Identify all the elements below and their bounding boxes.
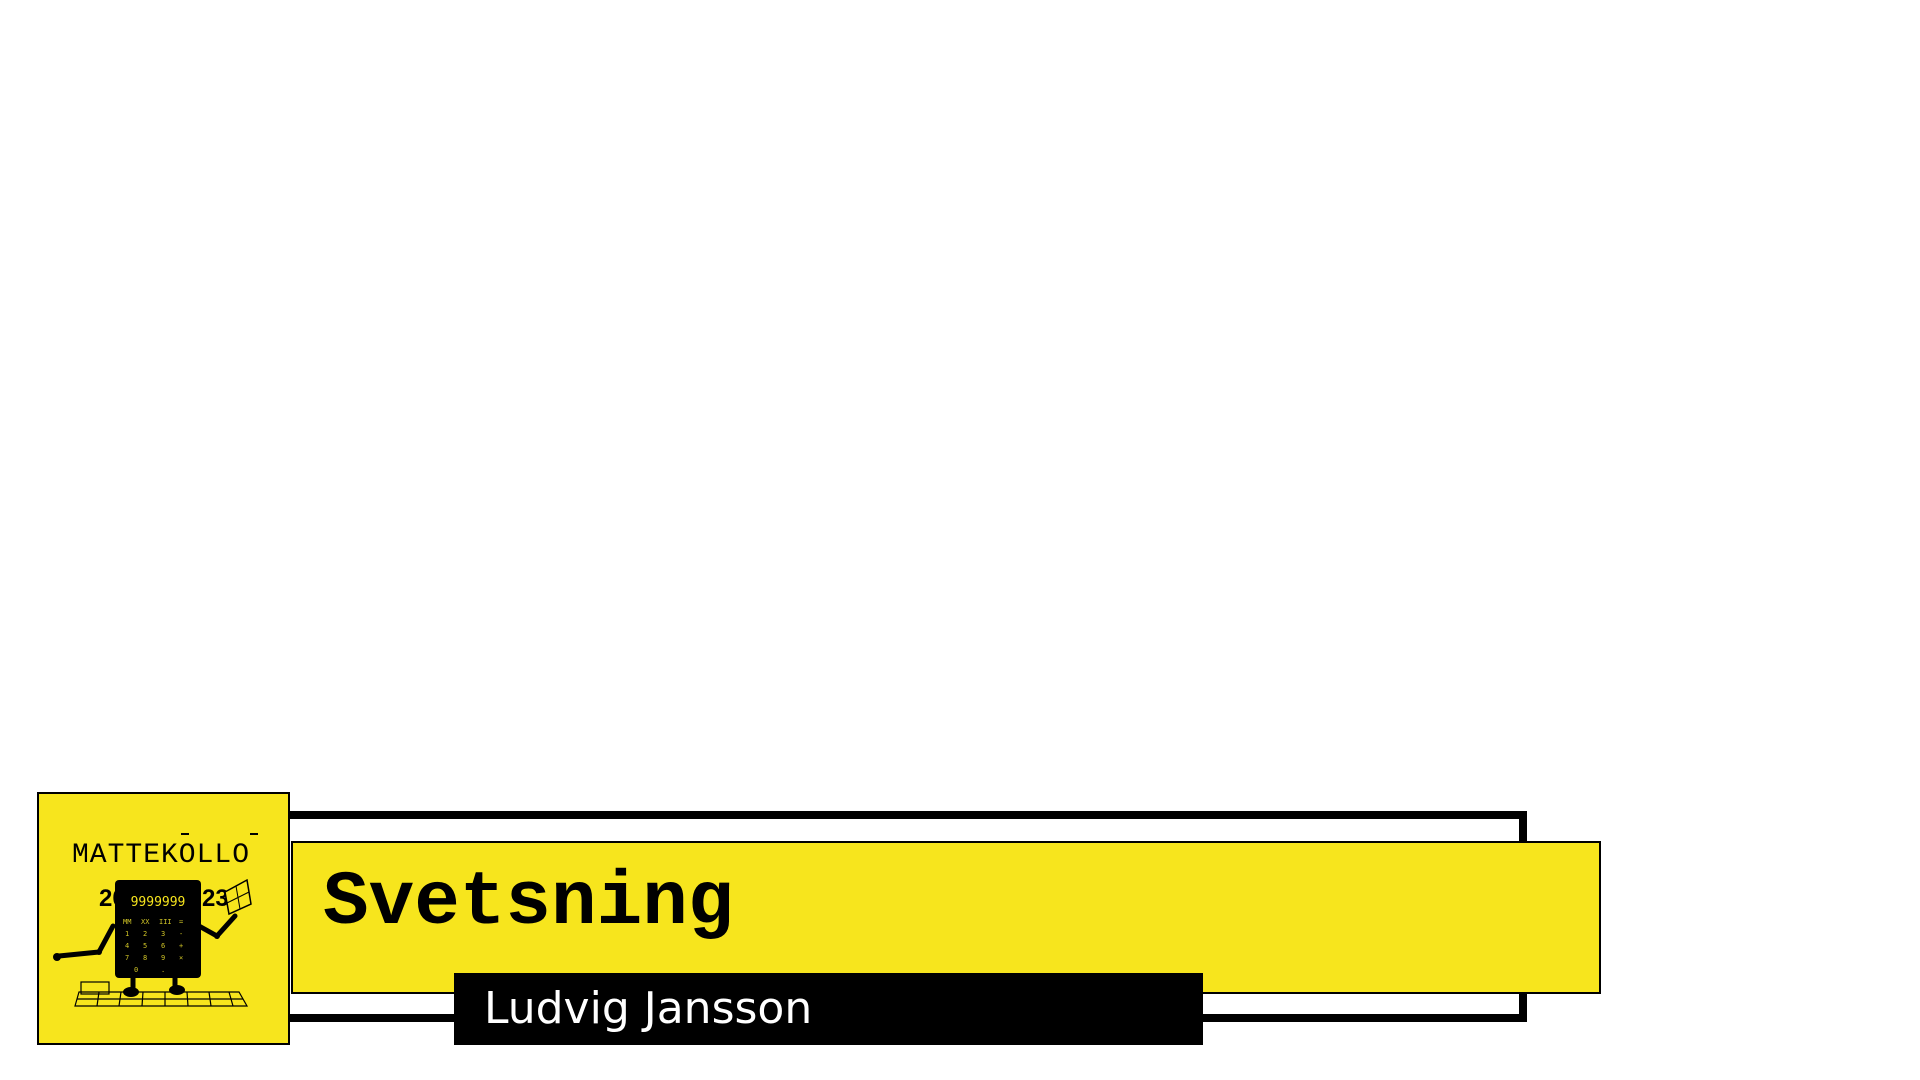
- presenter-banner: Ludvig Jansson: [454, 973, 1203, 1045]
- svg-text:×: ×: [179, 954, 183, 962]
- svg-text:7: 7: [125, 954, 129, 962]
- svg-text:6: 6: [161, 942, 165, 950]
- presenter-name: Ludvig Jansson: [484, 983, 813, 1034]
- svg-text:3: 3: [161, 930, 165, 938]
- svg-text:2: 2: [143, 930, 147, 938]
- logo-wordmark: MATTEKOLLO: [72, 840, 250, 871]
- calculator-mascot-icon: MATTEKOLLO 2 0 23: [53, 833, 258, 1007]
- logo-year-right: 23: [202, 885, 229, 912]
- svg-text:=: =: [179, 918, 183, 926]
- svg-text:4: 4: [125, 942, 129, 950]
- mattekollo-logo: MATTEKOLLO 2 0 23: [37, 792, 290, 1045]
- svg-text:III: III: [159, 918, 172, 926]
- svg-text:.: .: [161, 966, 165, 974]
- title-banner: Svetsning: [291, 841, 1601, 994]
- slide-title: Svetsning: [323, 860, 734, 946]
- svg-text:5: 5: [143, 942, 147, 950]
- svg-text:MM: MM: [123, 918, 131, 926]
- svg-text:8: 8: [143, 954, 147, 962]
- svg-text:0: 0: [134, 966, 138, 974]
- svg-text:1: 1: [125, 930, 129, 938]
- svg-text:XX: XX: [141, 918, 150, 926]
- svg-text:+: +: [179, 942, 183, 950]
- logo-display: 9999999: [131, 895, 186, 910]
- svg-text:9: 9: [161, 954, 165, 962]
- svg-text:-: -: [179, 930, 183, 938]
